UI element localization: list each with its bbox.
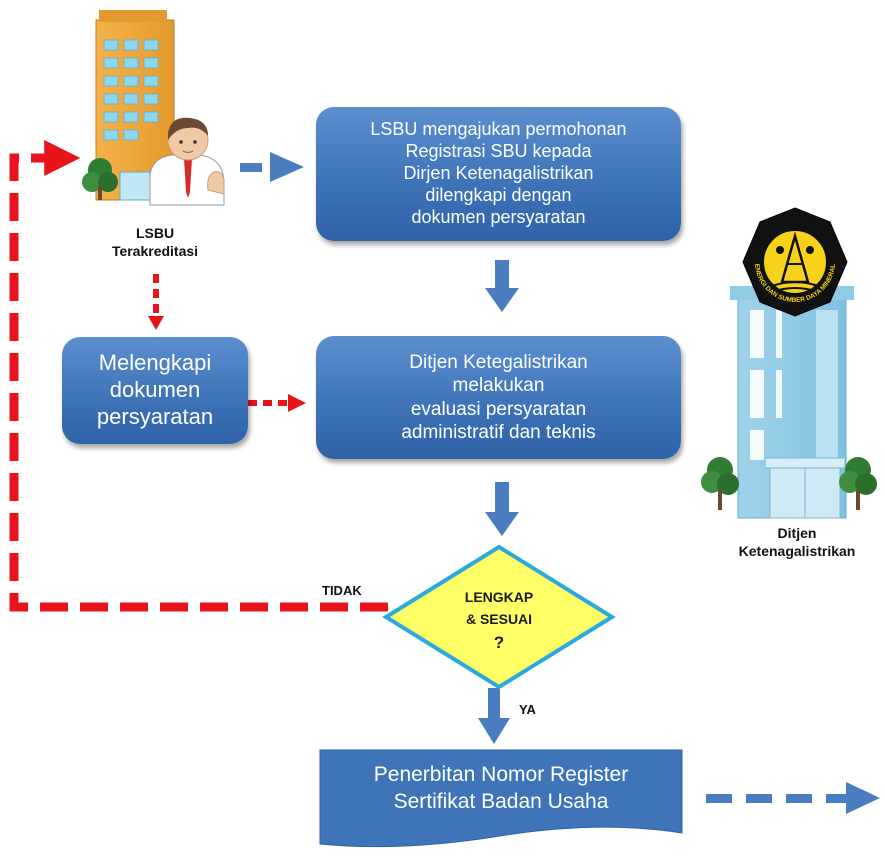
request-line-2: Registrasi SBU kepada <box>405 141 592 162</box>
arrow-lsbu-to-complete <box>148 274 164 330</box>
final-line-2: Sertifikat Badan Usaha <box>393 789 609 813</box>
arrow-lsbu-to-request <box>240 152 304 182</box>
evaluation-box: Ditjen Ketegalistrikan melakukan evaluas… <box>316 336 681 459</box>
lsbu-label-line-1: LSBU <box>135 225 175 241</box>
arrow-eval-to-decision <box>485 482 519 536</box>
ya-label: YA <box>519 702 536 717</box>
decision-line-1: LENGKAP <box>464 589 534 605</box>
person-icon <box>149 117 225 206</box>
final-box-text: Penerbitan Nomor Register Sertifikat Bad… <box>320 762 682 816</box>
arrow-request-to-eval <box>485 260 519 312</box>
eval-line-3: evaluasi persyaratan <box>410 398 587 420</box>
complete-line-3: persyaratan <box>96 403 214 429</box>
reject-loop-arrow <box>9 140 388 612</box>
eval-line-1: Ditjen Ketegalistrikan <box>409 352 588 374</box>
tidak-label: TIDAK <box>322 583 362 598</box>
lsbu-label-line-2: Terakreditasi <box>111 243 199 260</box>
lsbu-building-icon <box>82 10 175 201</box>
request-line-3: Dirjen Ketenagalistrikan <box>403 163 594 184</box>
request-box: LSBU mengajukan permohonan Registrasi SB… <box>316 107 681 241</box>
eval-line-2: melakukan <box>452 375 545 397</box>
eval-line-4: administratif dan teknis <box>401 421 596 443</box>
complete-docs-box: Melengkapi dokumen persyaratan <box>62 337 248 444</box>
arrow-complete-to-eval <box>248 394 306 412</box>
request-line-1: LSBU mengajukan permohonan <box>370 119 627 140</box>
arrow-decision-to-final <box>478 688 510 744</box>
request-line-5: dokumen persyaratan <box>411 206 586 227</box>
complete-line-2: dokumen <box>109 377 201 403</box>
complete-line-1: Melengkapi <box>98 350 212 376</box>
decision-line-3: ? <box>493 633 505 653</box>
ditjen-label: Ditjen Ketenagalistrikan <box>712 524 882 560</box>
ditjen-label-line-2: Ketenagalistrikan <box>738 543 856 560</box>
final-box-shape <box>319 749 683 848</box>
ditjen-building-icon <box>701 286 877 519</box>
decision-diamond <box>382 544 616 690</box>
arrow-final-exit <box>706 782 880 814</box>
final-line-1: Penerbitan Nomor Register <box>373 763 629 786</box>
decision-text: LENGKAP & SESUAI ? <box>430 587 568 657</box>
decision-line-2: & SESUAI <box>465 610 533 627</box>
ditjen-label-line-1: Ditjen <box>777 525 817 541</box>
esdm-logo-icon: ENERGI DAN SUMBER DAYA MINERAL <box>742 207 848 317</box>
lsbu-label: LSBU Terakreditasi <box>90 224 220 260</box>
request-line-4: dilengkapi dengan <box>425 184 572 205</box>
